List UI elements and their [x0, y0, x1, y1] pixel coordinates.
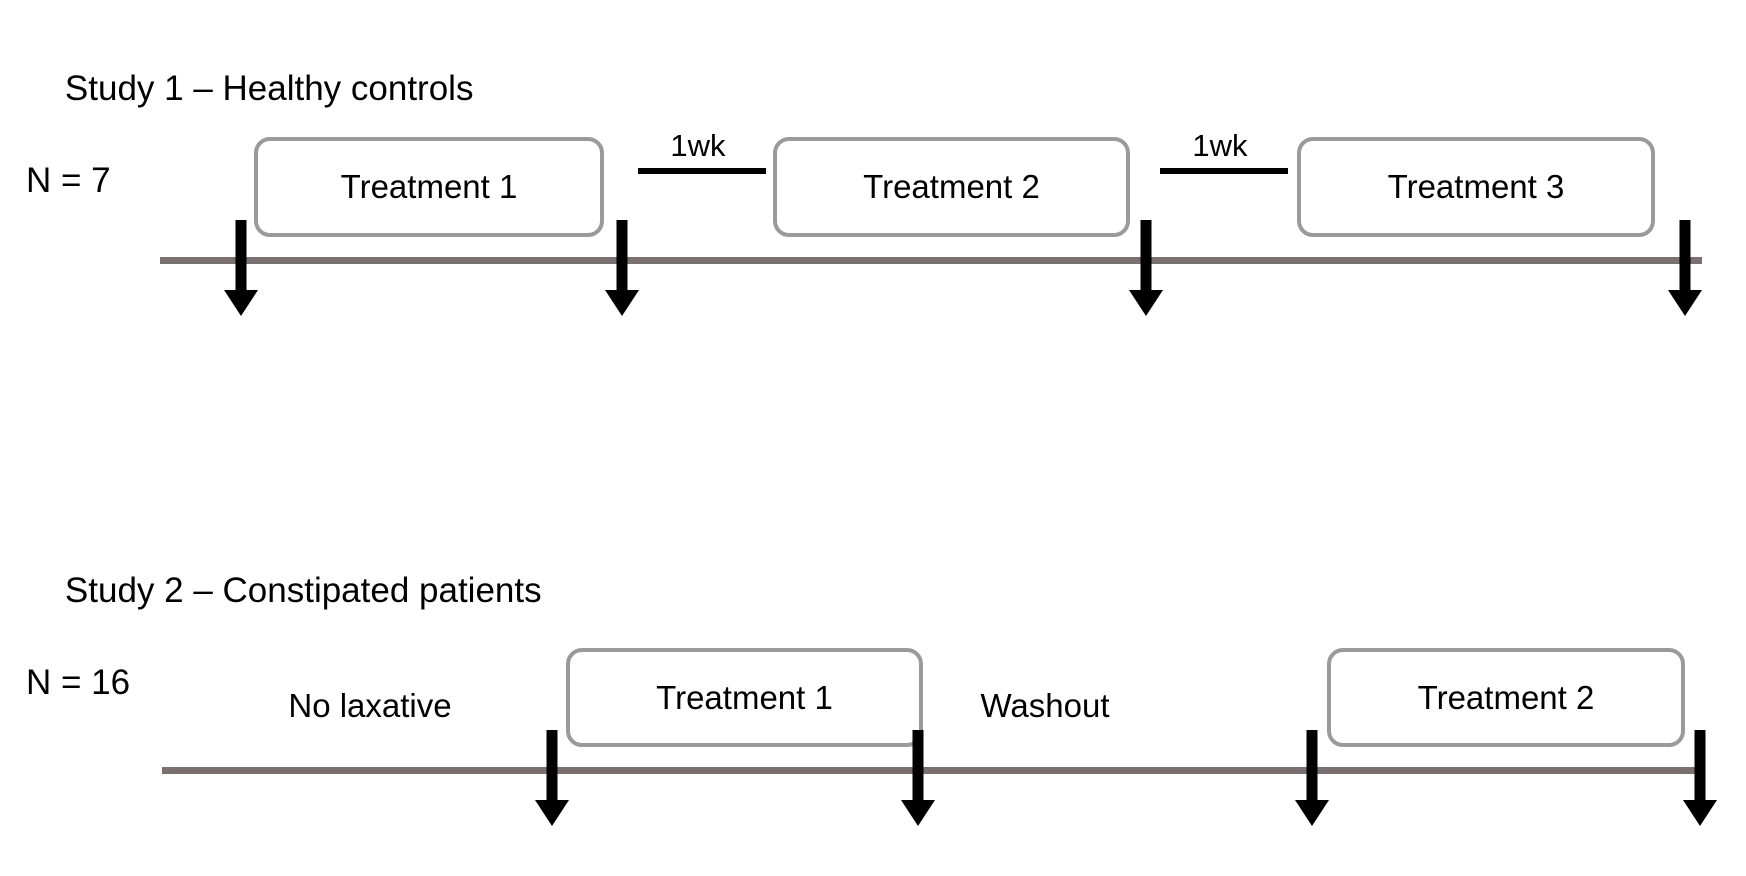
study-1-phase-treatment-2-label: Treatment 2: [863, 168, 1040, 205]
study-1-phase-treatment-3-label: Treatment 3: [1387, 168, 1565, 205]
study-1-phase-treatment-3[interactable]: Treatment 3: [1297, 137, 1655, 237]
arrow-shaft: [546, 730, 558, 800]
study-2-heading: Study 2 – Constipated patients N = 16: [26, 522, 542, 798]
arrow-down-icon: [605, 290, 639, 316]
study-1-interval-1-rule: [638, 168, 766, 174]
study-1-interval-1: 1wk: [638, 128, 766, 174]
arrow-shaft: [912, 730, 924, 800]
arrow-down-icon: [535, 800, 569, 826]
study-1-phase-treatment-2[interactable]: Treatment 2: [773, 137, 1130, 237]
study-1-heading-title: Study 1 – Healthy controls: [64, 69, 474, 108]
study-1-interval-2-label: 1wk: [1192, 128, 1248, 163]
study-2-event-marker-4[interactable]: [1683, 730, 1717, 826]
study-1-phase-treatment-1-label: Treatment 1: [340, 168, 518, 205]
study-2-event-marker-1[interactable]: [535, 730, 569, 826]
arrow-shaft: [235, 220, 247, 290]
arrow-down-icon: [1683, 800, 1717, 826]
arrow-shaft: [616, 220, 628, 290]
study-2-event-marker-2[interactable]: [901, 730, 935, 826]
arrow-shaft: [1694, 730, 1706, 800]
arrow-down-icon: [1668, 290, 1702, 316]
arrow-shaft: [1306, 730, 1318, 800]
study-2-heading-sample-size: N = 16: [26, 663, 131, 702]
study-2-phase-treatment-2[interactable]: Treatment 2: [1327, 648, 1685, 747]
arrow-down-icon: [224, 290, 258, 316]
study-2-phase-no-laxative-label: No laxative: [288, 687, 452, 724]
study-2-phase-washout-label: Washout: [980, 687, 1110, 724]
study-1-event-marker-1[interactable]: [224, 220, 258, 316]
study-1-timeline-axis: [160, 257, 1702, 264]
study-1-interval-2-rule: [1160, 168, 1288, 174]
arrow-down-icon: [1129, 290, 1163, 316]
study-2-phase-washout: Washout: [925, 687, 1165, 725]
study-1-event-marker-3[interactable]: [1129, 220, 1163, 316]
arrow-down-icon: [1295, 800, 1329, 826]
arrow-shaft: [1679, 220, 1691, 290]
study-1-phase-treatment-1[interactable]: Treatment 1: [254, 137, 604, 237]
study-2-phase-no-laxative: No laxative: [250, 687, 490, 725]
arrow-down-icon: [901, 800, 935, 826]
study-2-heading-title: Study 2 – Constipated patients: [64, 571, 542, 610]
arrow-shaft: [1140, 220, 1152, 290]
study-1-heading-sample-size: N = 7: [26, 161, 111, 200]
study-1-event-marker-2[interactable]: [605, 220, 639, 316]
study-2-timeline-axis: [162, 767, 1702, 774]
study-2-event-marker-3[interactable]: [1295, 730, 1329, 826]
study-2-phase-treatment-2-label: Treatment 2: [1417, 678, 1595, 716]
study-1-interval-2: 1wk: [1160, 128, 1288, 174]
study-1-interval-1-label: 1wk: [670, 128, 726, 163]
study-1-heading: Study 1 – Healthy controls N = 7: [26, 20, 473, 296]
study-2-phase-treatment-1[interactable]: Treatment 1: [566, 648, 923, 747]
study-1-event-marker-4[interactable]: [1668, 220, 1702, 316]
study-2-phase-treatment-1-label: Treatment 1: [656, 678, 833, 716]
